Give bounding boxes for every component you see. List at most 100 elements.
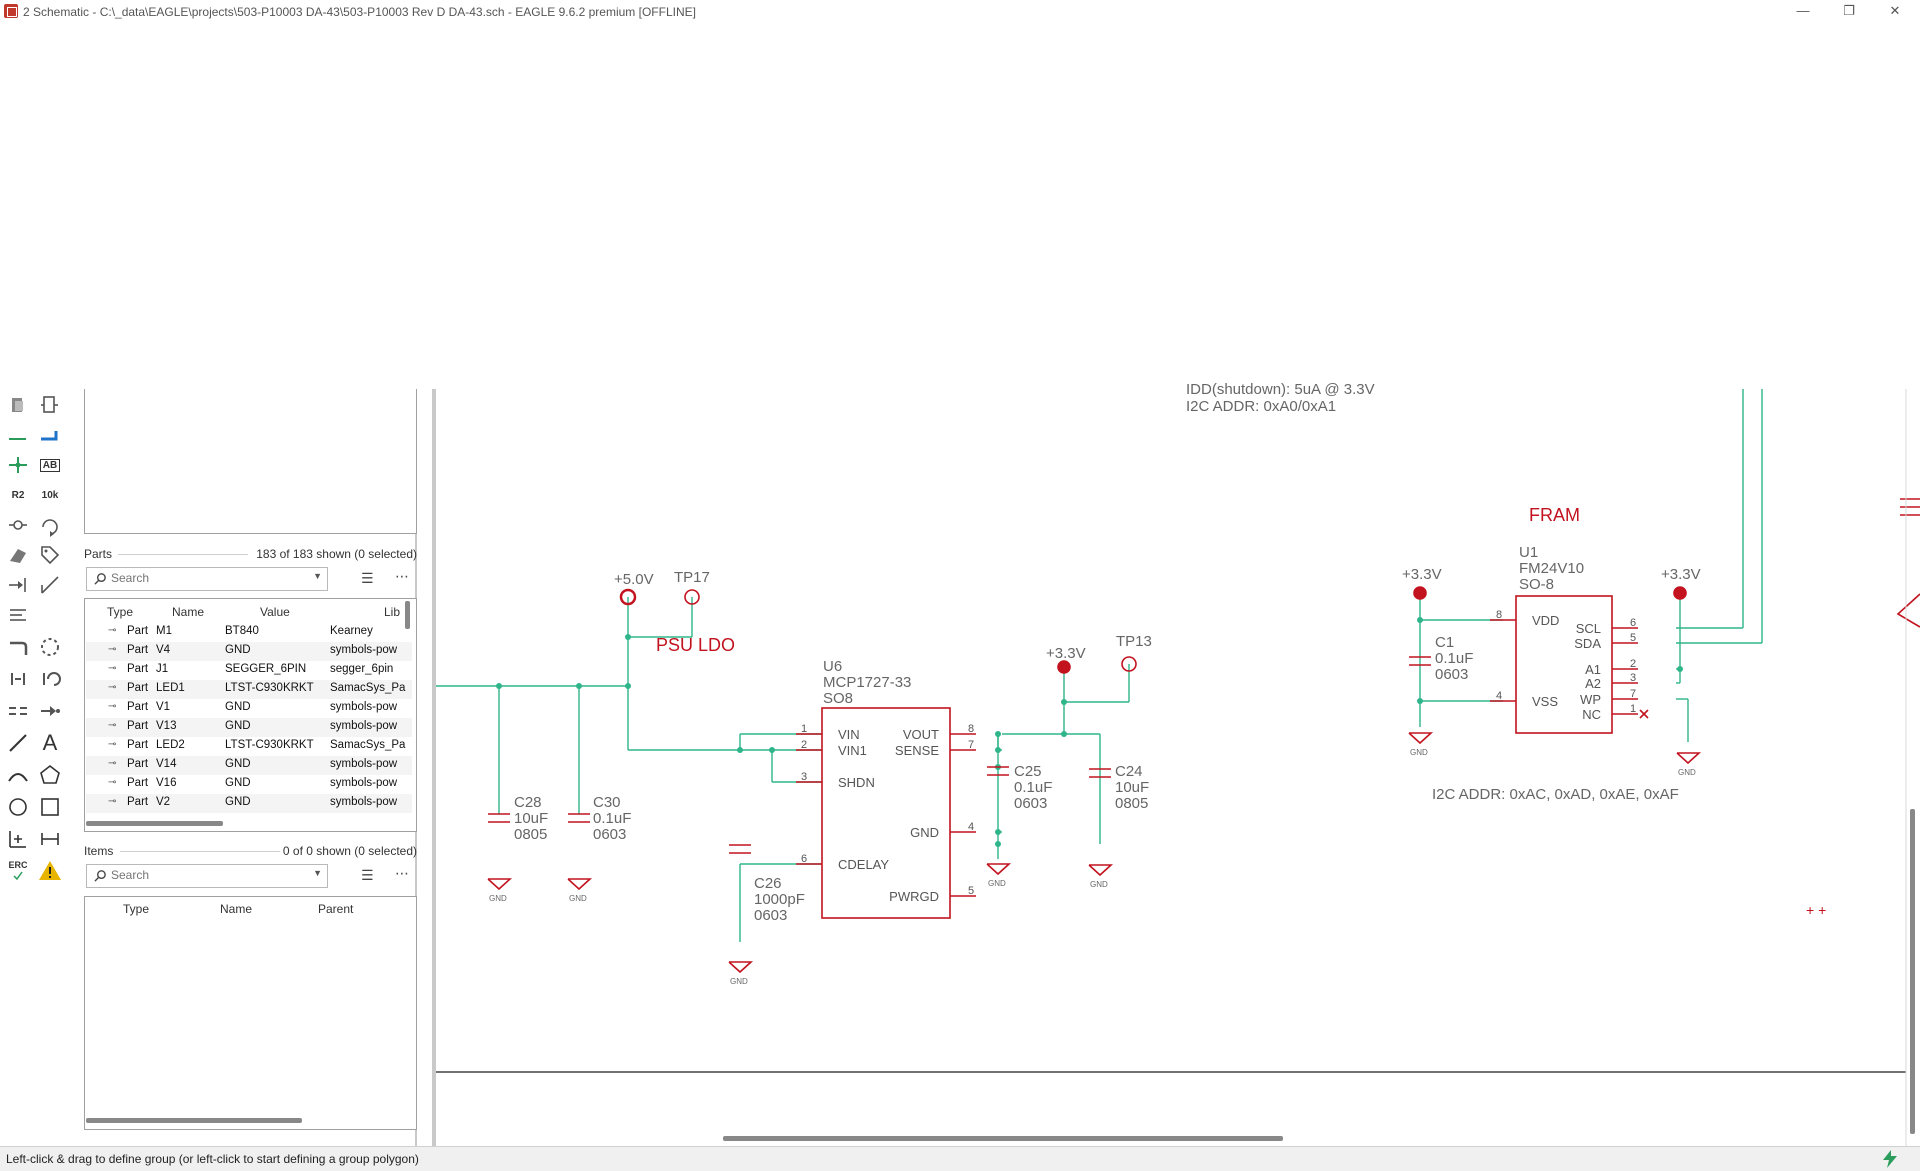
canvas-horizontal-scrollbar[interactable] [723,1136,1283,1141]
items-col-name[interactable]: Name [220,902,253,916]
value-icon[interactable]: 10k [36,481,64,509]
mirror-icon[interactable] [4,665,32,693]
u1-pin-a1: A1 [1585,662,1601,677]
more-options-icon[interactable]: ⋯ [395,568,409,584]
u6-pinnum-5: 5 [968,885,974,897]
row-name: J1 [156,663,169,675]
c25-package: 0603 [1014,795,1047,812]
rectangle-icon[interactable] [36,793,64,821]
wire-route-icon[interactable] [4,633,32,661]
more-options-icon[interactable]: ⋯ [395,865,409,881]
items-col-parent[interactable]: Parent [318,902,354,916]
arc-icon[interactable] [4,761,32,789]
list-view-icon[interactable]: ☰ [361,570,374,586]
smash-icon[interactable] [4,541,32,569]
pinswap-icon[interactable] [4,697,32,725]
junction-icon[interactable] [4,451,32,479]
canvas-divider[interactable] [432,389,436,1146]
u6-pinnum-1: 1 [801,723,807,735]
dimension-icon[interactable] [36,825,64,853]
label-icon[interactable]: AB [36,451,64,479]
items-label: Items [84,844,114,858]
u1-pin-nc: NC [1582,707,1601,722]
copy-icon[interactable] [36,391,64,419]
parts-search-field[interactable]: ▼ [86,567,328,591]
part-icon: ⊸ [108,777,117,788]
items-col-type[interactable]: Type [123,902,150,916]
tag-icon[interactable] [36,541,64,569]
restore-button[interactable]: ❐ [1843,3,1855,18]
parts-search-input[interactable] [111,570,286,586]
u6-pinnum-7: 7 [968,739,974,751]
warning-icon[interactable] [36,857,64,885]
canvas-vertical-scrollbar[interactable] [1910,809,1915,1134]
close-button[interactable]: ✕ [1889,3,1901,18]
parts-col-value[interactable]: Value [260,605,290,619]
split-icon[interactable] [36,571,64,599]
polygon-icon[interactable] [36,761,64,789]
u6-body [821,707,951,919]
row-name: LED2 [156,739,185,751]
net-icon[interactable] [4,421,32,449]
bus-icon[interactable] [36,421,64,449]
group-icon[interactable] [36,633,64,661]
u1-body [1515,595,1613,734]
parts-col-name[interactable]: Name [172,605,205,619]
list-view-icon[interactable]: ☰ [361,867,374,883]
u1-pinnum-2: 2 [1630,658,1636,670]
attribute-icon[interactable] [4,511,32,539]
name-icon[interactable]: R2 [4,481,32,509]
erc-icon[interactable]: ERC [4,857,32,885]
minimize-button[interactable]: — [1796,3,1810,18]
parts-horizontal-scrollbar[interactable] [86,821,223,826]
tp13-label: TP13 [1116,633,1152,650]
items-search-input[interactable] [111,867,286,883]
items-search-field[interactable]: ▼ [86,864,328,888]
c25-name: C25 [1014,763,1042,780]
u1-package: SO-8 [1519,576,1554,593]
supply-3v3-fram-right: +3.3V [1661,566,1701,583]
chevron-down-icon[interactable]: ▼ [313,571,322,581]
preview-box [84,389,417,534]
part-icon: ⊸ [108,758,117,769]
text-icon[interactable]: A [36,729,64,757]
align-icon[interactable] [4,601,32,629]
replace-icon[interactable] [36,697,64,725]
window-title: 2 Schematic - C:\_data\EAGLE\projects\50… [23,5,696,19]
move-icon[interactable] [4,391,32,419]
origin-marks: + + [1806,902,1826,918]
c28-value: 10uF [514,810,548,827]
swap-icon[interactable] [36,511,64,539]
supply-5v-label: +5.0V [614,571,654,588]
row-lib: symbols-pow [330,758,398,770]
c26-package: 0603 [754,907,787,924]
mark-icon[interactable] [4,825,32,853]
schematic-canvas[interactable]: PSU LDO FRAM IDD(shutdown): 5uA @ 3.3V I… [436,381,1920,1146]
gateswap-icon[interactable] [4,571,32,599]
lightning-icon[interactable] [1880,1149,1900,1169]
parts-col-lib[interactable]: Lib [384,605,401,619]
parts-vertical-scrollbar[interactable] [405,601,410,629]
chevron-down-icon[interactable]: ▼ [313,868,322,878]
u1-pinnum-5: 5 [1630,632,1636,644]
u1-pinnum-6: 6 [1630,617,1636,629]
u6-value: MCP1727-33 [823,674,911,691]
line-icon[interactable] [4,729,32,757]
supply-3v3-psu-label: +3.3V [1046,645,1086,662]
parts-col-type[interactable]: Type [107,605,134,619]
gnd-label-c28: GND [489,894,507,903]
parts-divider [118,554,248,555]
items-horizontal-scrollbar[interactable] [86,1118,302,1123]
rotate-icon[interactable] [36,665,64,693]
circle-icon[interactable] [4,793,32,821]
